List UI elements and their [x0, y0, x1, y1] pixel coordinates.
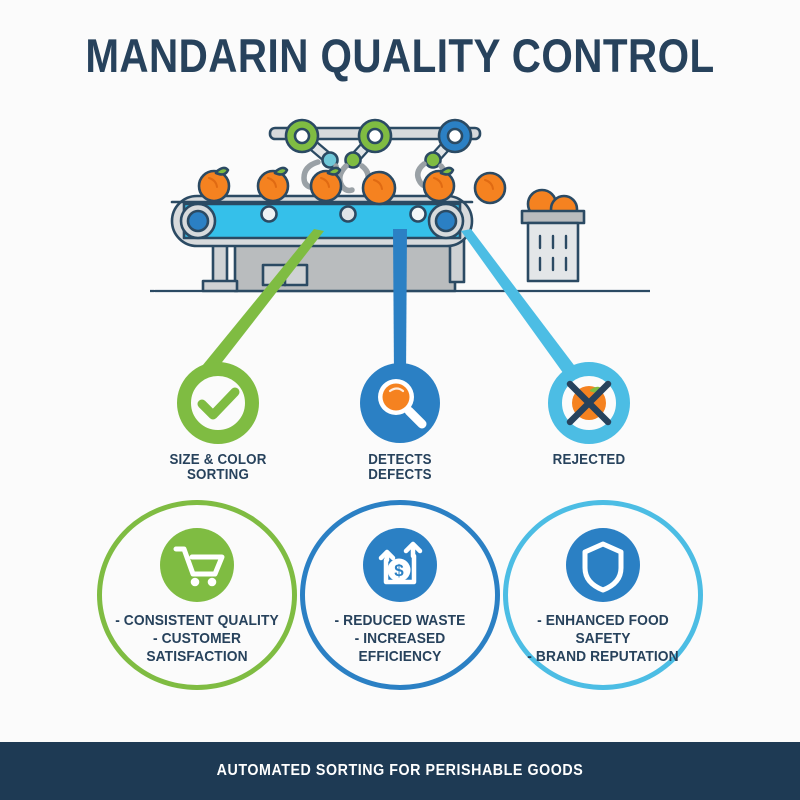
benefit-text: - REDUCED WASTE - INCREASED EFFICIENCY — [334, 612, 466, 665]
step-rejected[interactable]: REJECTED — [489, 362, 689, 468]
rejected-cross-orange-icon — [548, 362, 630, 444]
benefit-consistent-quality[interactable]: - CONSISTENT QUALITY - CUSTOMER SATISFAC… — [97, 500, 297, 690]
page-title: MANDARIN QUALITY CONTROL — [85, 29, 715, 82]
connector-green — [198, 229, 324, 375]
step-label: SIZE & COLOR SORTING — [169, 452, 267, 483]
magnifier-orange-icon — [359, 362, 441, 444]
benefit-enhanced-food-safety[interactable]: - ENHANCED FOOD SAFETY - BRAND REPUTATIO… — [503, 500, 703, 690]
step-detects-defects[interactable]: DETECTS DEFECTS — [300, 362, 500, 483]
process-steps: SIZE & COLOR SORTING DETECTS DEFECTS — [0, 362, 800, 483]
connector-lines — [150, 225, 650, 385]
connector-svg — [198, 229, 580, 377]
benefit-reduced-waste[interactable]: $ - REDUCED WASTE - INCREASED EFFICIENCY — [300, 500, 500, 690]
benefit-ring — [97, 500, 297, 690]
footer-banner: AUTOMATED SORTING FOR PERISHABLE GOODS — [0, 742, 800, 800]
dollar-growth-icon: $ — [363, 528, 437, 602]
benefit-circles: - CONSISTENT QUALITY - CUSTOMER SATISFAC… — [0, 500, 800, 690]
benefit-text: - ENHANCED FOOD SAFETY - BRAND REPUTATIO… — [527, 612, 679, 665]
step-label: REJECTED — [552, 452, 626, 468]
connector-blue — [393, 229, 407, 377]
svg-text:$: $ — [394, 561, 404, 580]
check-circle-icon — [177, 362, 259, 444]
benefit-ring — [300, 500, 500, 690]
footer-text: AUTOMATED SORTING FOR PERISHABLE GOODS — [216, 762, 584, 779]
shopping-cart-icon — [160, 528, 234, 602]
benefit-text: - CONSISTENT QUALITY - CUSTOMER SATISFAC… — [115, 612, 279, 665]
benefit-ring — [503, 500, 703, 690]
shield-icon — [566, 528, 640, 602]
connector-light-blue — [461, 229, 580, 377]
step-size-color-sorting[interactable]: SIZE & COLOR SORTING — [118, 362, 318, 483]
step-label: DETECTS DEFECTS — [368, 452, 432, 483]
